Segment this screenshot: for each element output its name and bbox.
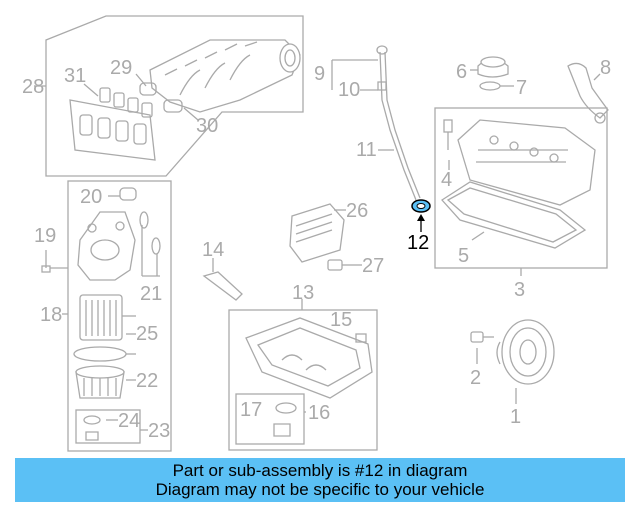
oil-pan-group bbox=[228, 299, 378, 451]
callout-5: 5 bbox=[458, 245, 469, 267]
oil-pan-part bbox=[245, 317, 373, 399]
callout-13: 13 bbox=[292, 282, 314, 304]
intake-gasket-part bbox=[69, 99, 156, 161]
callout-15: 15 bbox=[330, 309, 352, 331]
callout-30: 30 bbox=[196, 115, 218, 137]
intake-manifold-part bbox=[149, 39, 301, 113]
callout-14: 14 bbox=[202, 239, 224, 261]
callout-19: 19 bbox=[34, 225, 56, 247]
callout-3: 3 bbox=[514, 279, 525, 301]
pcv-hose-part bbox=[567, 62, 609, 124]
callout-2: 2 bbox=[470, 367, 481, 389]
filter-housing-part bbox=[77, 211, 136, 281]
callout-4: 4 bbox=[441, 169, 452, 191]
callout-24: 24 bbox=[118, 410, 140, 432]
gasket-seals-part bbox=[99, 87, 153, 118]
callout-16: 16 bbox=[308, 402, 330, 424]
callout-26: 26 bbox=[346, 200, 368, 222]
callout-20: 20 bbox=[80, 186, 102, 208]
parts-diagram: 1 2 3 4 5 6 7 8 9 10 11 12 13 14 15 16 1… bbox=[22, 15, 611, 452]
callout-9: 9 bbox=[314, 63, 325, 85]
banner-line-1: Part or sub-assembly is #12 in diagram bbox=[172, 461, 468, 480]
pulley-bolt-part bbox=[470, 331, 494, 364]
banner-line-2: Diagram may not be specific to your vehi… bbox=[155, 480, 485, 499]
callout-28: 28 bbox=[22, 76, 44, 98]
callout-21: 21 bbox=[140, 283, 162, 305]
callout-8: 8 bbox=[600, 57, 611, 79]
callout-1: 1 bbox=[510, 406, 521, 428]
callout-10: 10 bbox=[338, 79, 360, 101]
dipstick-group bbox=[331, 45, 431, 232]
callout-7: 7 bbox=[516, 77, 527, 99]
callout-18: 18 bbox=[40, 304, 62, 326]
callout-11: 11 bbox=[356, 139, 377, 161]
valve-cover-part bbox=[457, 119, 596, 206]
callout-6: 6 bbox=[456, 61, 467, 83]
callout-31: 31 bbox=[64, 65, 86, 87]
callout-17: 17 bbox=[240, 399, 262, 421]
oil-cap-group bbox=[470, 56, 514, 91]
valve-cover-gasket-part bbox=[441, 181, 587, 249]
oil-cooler-part bbox=[289, 203, 346, 263]
callout-25: 25 bbox=[136, 323, 158, 345]
part-14 bbox=[202, 258, 243, 301]
callout-12: 12 bbox=[407, 232, 429, 254]
callout-22: 22 bbox=[136, 370, 158, 392]
filter-cap-part bbox=[75, 365, 125, 399]
oil-filter-group bbox=[41, 180, 172, 452]
bolt-19-part bbox=[41, 250, 51, 273]
sensor-4-part bbox=[443, 119, 453, 150]
filter-element-part bbox=[79, 294, 123, 341]
part-info-banner: Part or sub-assembly is #12 in diagram D… bbox=[15, 458, 625, 502]
callout-23: 23 bbox=[148, 420, 170, 442]
oil-pan-bolt-part bbox=[355, 333, 367, 343]
callout-labels: 1 2 3 4 5 6 7 8 9 10 11 12 13 14 15 16 1… bbox=[22, 57, 611, 442]
oil-dipstick-seal-part-12 bbox=[411, 199, 431, 213]
callout-29: 29 bbox=[110, 57, 132, 79]
crank-pulley-part bbox=[496, 319, 555, 404]
callout-27: 27 bbox=[362, 255, 384, 277]
drain-plug-27-part bbox=[327, 259, 362, 271]
intake-manifold-group bbox=[34, 15, 304, 177]
valve-cover-group bbox=[434, 107, 608, 276]
